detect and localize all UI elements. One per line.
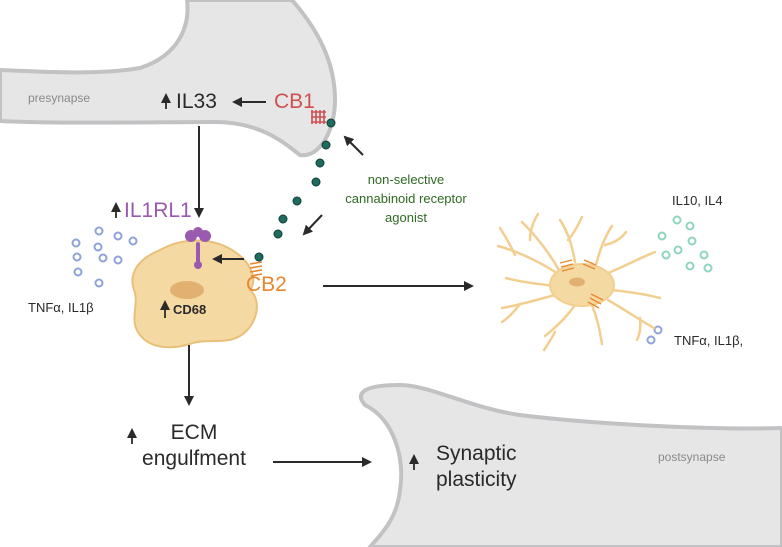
agonist-molecules — [254, 118, 336, 262]
cd68-label: CD68 — [173, 302, 207, 317]
cytokine-circles-left — [71, 226, 138, 288]
presynapse-terminal — [0, 0, 338, 158]
agonist-label: non-selective cannabinoid receptor agoni… — [326, 170, 486, 227]
cytokines-left-label: TNFα, IL1β — [28, 300, 94, 315]
synaptic-plasticity-label: Synaptic plasticity — [436, 441, 517, 493]
postsynapse-label: postsynapse — [658, 450, 726, 464]
synaptic-line-1: Synaptic — [436, 442, 517, 465]
il1rl1-receptor — [185, 227, 211, 269]
ramified-microglia — [496, 212, 662, 352]
cb2-receptor — [249, 261, 263, 277]
cb2-label: CB2 — [246, 273, 287, 296]
cytokine-circles-right — [646, 325, 663, 345]
agonist-line-2: cannabinoid receptor — [345, 191, 467, 206]
agonist-line-1: non-selective — [367, 172, 445, 187]
microglia-nucleus — [170, 281, 204, 299]
agonist-line-3: agonist — [385, 210, 427, 225]
cb1-receptor — [311, 110, 326, 124]
anti-inflammatory-label: IL10, IL4 — [672, 193, 723, 208]
postsynapse-terminal — [358, 382, 782, 547]
arrow-agonist-to-cb1 — [343, 135, 364, 156]
cytokine-circles-teal — [657, 215, 713, 273]
il33-label: IL33 — [176, 90, 217, 113]
ecm-line-1: ECM — [170, 421, 218, 444]
synaptic-line-2: plasticity — [436, 468, 517, 491]
ecm-line-2: engulfment — [142, 447, 246, 470]
cb1-label: CB1 — [274, 90, 315, 113]
cytokines-right-label: TNFα, IL1β, — [674, 333, 744, 348]
presynapse-label: presynapse — [28, 91, 91, 105]
ecm-engulfment-label: ECM engulfment — [134, 420, 254, 472]
il1rl1-label: IL1RL1 — [124, 199, 192, 222]
arrow-agonist-to-cb2 — [302, 214, 323, 236]
